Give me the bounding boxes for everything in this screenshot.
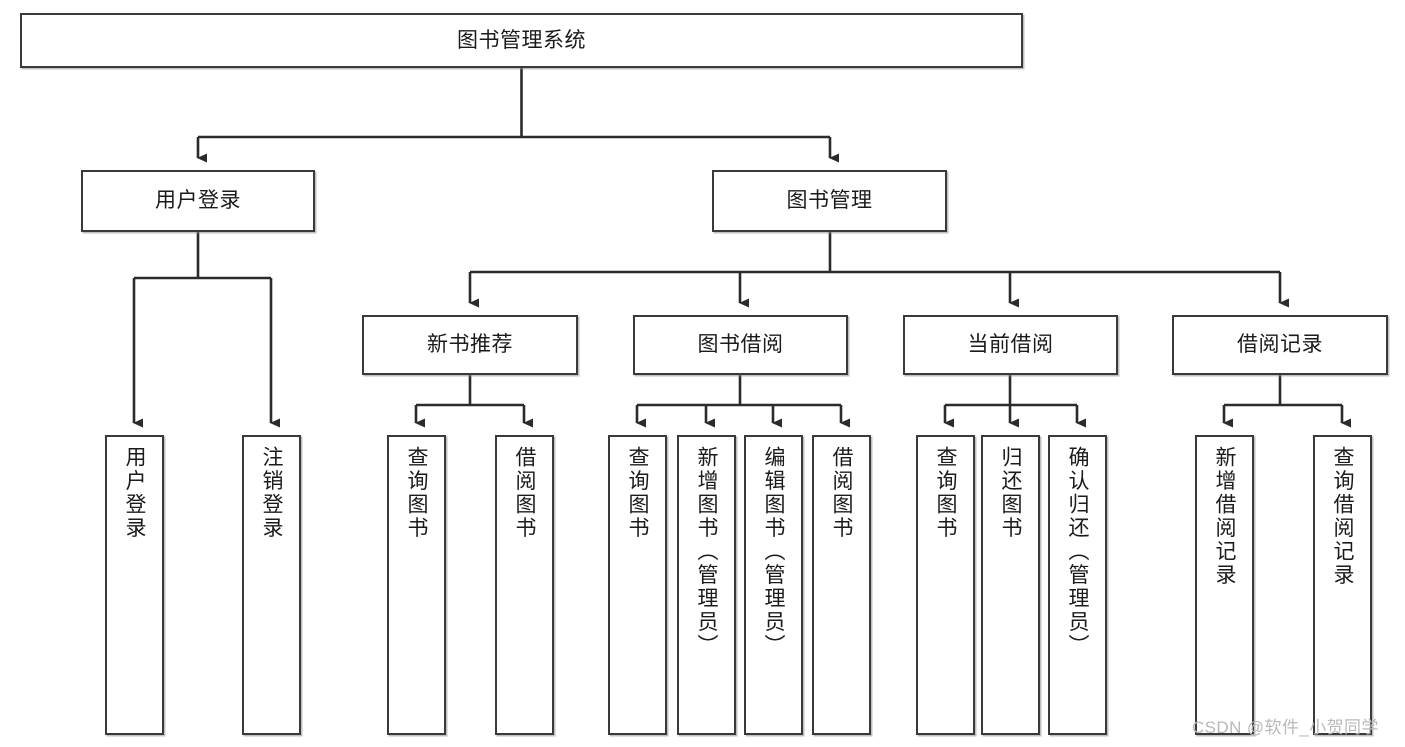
leaf-confirm-return-admin[interactable]: 确认归还（管理员） [1048, 435, 1107, 735]
node-book-management[interactable]: 图书管理 [712, 170, 947, 232]
node-label: 确认归还（管理员） [1066, 446, 1089, 658]
node-label: 查询图书 [405, 446, 428, 540]
leaf-query-borrow-record[interactable]: 查询借阅记录 [1313, 435, 1372, 735]
node-label: 查询借阅记录 [1331, 446, 1354, 587]
node-user-login[interactable]: 用户登录 [81, 170, 315, 232]
node-label: 借阅图书 [513, 446, 536, 540]
csdn-watermark: CSDN @软件_小贺同学 [1192, 718, 1379, 737]
node-label: 用户登录 [155, 189, 241, 213]
leaf-user-login[interactable]: 用户登录 [105, 435, 164, 735]
leaf-borrow-book-recommend[interactable]: 借阅图书 [495, 435, 554, 735]
leaf-logout-login[interactable]: 注销登录 [242, 435, 301, 735]
leaf-add-borrow-record[interactable]: 新增借阅记录 [1195, 435, 1254, 735]
node-label: 图书管理系统 [457, 28, 586, 52]
node-label: 图书管理 [786, 189, 873, 213]
node-current-borrow[interactable]: 当前借阅 [903, 315, 1118, 375]
node-label: 查询图书 [626, 446, 649, 540]
node-label: 查询图书 [934, 446, 957, 540]
node-new-book-recommend[interactable]: 新书推荐 [362, 315, 578, 375]
node-label: 归还图书 [999, 446, 1022, 540]
node-label: 编辑图书（管理员） [762, 446, 785, 658]
node-label: 新增借阅记录 [1213, 446, 1236, 587]
leaf-query-book-recommend[interactable]: 查询图书 [387, 435, 446, 735]
node-label: 借阅图书 [830, 446, 853, 540]
node-label: 注销登录 [260, 446, 283, 540]
node-borrow-record[interactable]: 借阅记录 [1172, 315, 1388, 375]
node-label: 借阅记录 [1237, 333, 1323, 357]
leaf-edit-book-admin[interactable]: 编辑图书（管理员） [744, 435, 803, 735]
node-label: 图书借阅 [697, 333, 784, 357]
node-book-management-system[interactable]: 图书管理系统 [20, 13, 1023, 68]
node-book-borrow[interactable]: 图书借阅 [633, 315, 848, 375]
leaf-query-book-borrow[interactable]: 查询图书 [608, 435, 667, 735]
node-label: 新增图书（管理员） [695, 446, 718, 658]
leaf-return-book[interactable]: 归还图书 [981, 435, 1040, 735]
node-label: 用户登录 [123, 446, 146, 540]
leaf-add-book-admin[interactable]: 新增图书（管理员） [677, 435, 736, 735]
node-label: 新书推荐 [427, 333, 513, 357]
leaf-borrow-book[interactable]: 借阅图书 [812, 435, 871, 735]
leaf-query-book-current[interactable]: 查询图书 [916, 435, 975, 735]
node-label: 当前借阅 [967, 333, 1054, 357]
